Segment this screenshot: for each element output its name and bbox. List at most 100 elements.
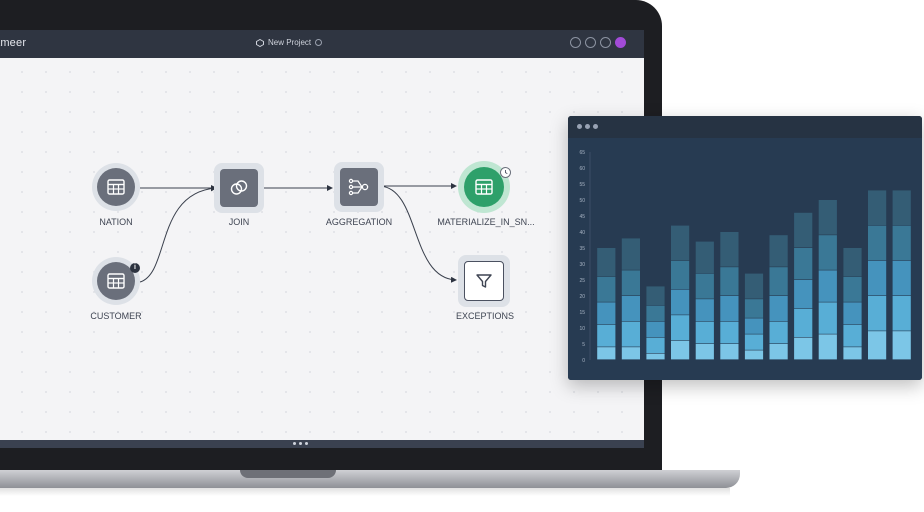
y-tick-label: 55 (579, 182, 585, 188)
bar-segment (868, 331, 887, 360)
bar-segment (868, 296, 887, 331)
bar-segment (597, 248, 616, 277)
bar-segment (720, 267, 739, 296)
bar-segment (868, 190, 887, 225)
bar-segment (646, 353, 665, 360)
pipeline-connectors (139, 183, 457, 283)
node-label-customer: CUSTOMER (90, 311, 142, 321)
y-tick-label: 35 (579, 246, 585, 252)
bar-segment (794, 308, 813, 337)
table-icon (107, 179, 125, 195)
bar-segment (892, 331, 911, 360)
bar-segment (769, 296, 788, 321)
bar-segment (744, 299, 764, 318)
join-icon (230, 180, 248, 195)
project-selector[interactable]: New Project (256, 38, 323, 47)
bar-segment (597, 347, 616, 360)
y-tick-label: 25 (579, 278, 585, 284)
bar-segment (621, 347, 640, 360)
bar-segment (794, 248, 813, 280)
node-core (464, 167, 504, 207)
y-tick-label: 10 (579, 326, 585, 332)
bar-segment (794, 280, 813, 309)
y-tick-label: 20 (579, 294, 585, 300)
laptop-base (0, 470, 740, 488)
more-icon[interactable] (293, 442, 308, 445)
bar-segment (892, 225, 911, 261)
node-label-join: JOIN (228, 217, 250, 227)
bar-segment (818, 334, 837, 360)
bar-segment (843, 324, 862, 347)
avatar[interactable] (615, 37, 626, 48)
bar-segment (843, 248, 862, 277)
bar-segment (744, 318, 764, 334)
bar-segment (695, 273, 714, 299)
table-icon (107, 273, 125, 289)
window-dot-icon[interactable] (593, 124, 598, 129)
bar-segment (843, 276, 862, 302)
filter-icon (476, 274, 492, 288)
settings-icon[interactable] (585, 37, 596, 48)
window-dot-icon[interactable] (585, 124, 590, 129)
laptop-shadow (0, 488, 730, 496)
bar-segment (769, 344, 788, 360)
y-tick-label: 50 (579, 198, 585, 204)
bar-segment (597, 324, 616, 347)
bar-segment (621, 238, 640, 270)
toolbar-icons (570, 37, 626, 48)
info-icon[interactable]: i (130, 263, 140, 273)
node-core (464, 261, 504, 301)
pipeline-canvas[interactable]: NATION i CUSTOMER (0, 58, 644, 440)
y-tick-label: 15 (579, 310, 585, 316)
bar-segment (769, 267, 788, 296)
bar-segment (597, 276, 616, 302)
chart-window-titlebar (568, 116, 922, 138)
table-icon (475, 179, 493, 195)
bar-segment (720, 296, 739, 321)
bar-segment (720, 344, 739, 360)
node-core (97, 168, 135, 206)
project-status-icon (315, 39, 323, 46)
y-tick-label: 60 (579, 166, 585, 172)
bar-segment (646, 337, 665, 353)
bar-segment (671, 340, 690, 360)
bottom-bar (0, 440, 644, 448)
node-label-aggregation: AGGREGATION (325, 217, 393, 227)
y-tick-label: 5 (582, 342, 585, 348)
user-icon[interactable] (600, 37, 611, 48)
laptop-notch (240, 470, 336, 478)
clock-icon[interactable] (500, 167, 511, 178)
y-tick-label: 40 (579, 230, 585, 236)
bar-segment (621, 321, 640, 347)
bar-segment (671, 315, 690, 341)
app-screen: ameer New Project (0, 30, 644, 448)
bar-segment (597, 302, 616, 325)
aggregate-icon (348, 178, 369, 196)
edge-aggregation-exceptions (379, 185, 457, 283)
bar-segment (720, 321, 739, 344)
search-icon[interactable] (570, 37, 581, 48)
bar-segment (695, 241, 714, 273)
bar-segment (646, 321, 665, 337)
bar-segment (695, 321, 714, 344)
node-label-exceptions: EXCEPTIONS (455, 311, 514, 321)
bar-segment (695, 299, 714, 321)
node-label-materialize: MATERIALIZE_IN_SN... (437, 217, 535, 227)
bar-segment (892, 296, 911, 331)
bar-segment (794, 337, 813, 360)
y-tick-label: 65 (579, 150, 585, 156)
bar-segment (868, 260, 887, 296)
bar-segment (646, 305, 665, 321)
bar-segment (892, 260, 911, 296)
bar-segment (818, 200, 837, 235)
bar-segment (843, 302, 862, 325)
bar-segment (818, 235, 837, 270)
app-title: ameer (0, 37, 27, 49)
window-dot-icon[interactable] (577, 124, 582, 129)
bar-segment (769, 235, 788, 267)
bar-segment (744, 350, 764, 360)
bar-segment (794, 212, 813, 248)
